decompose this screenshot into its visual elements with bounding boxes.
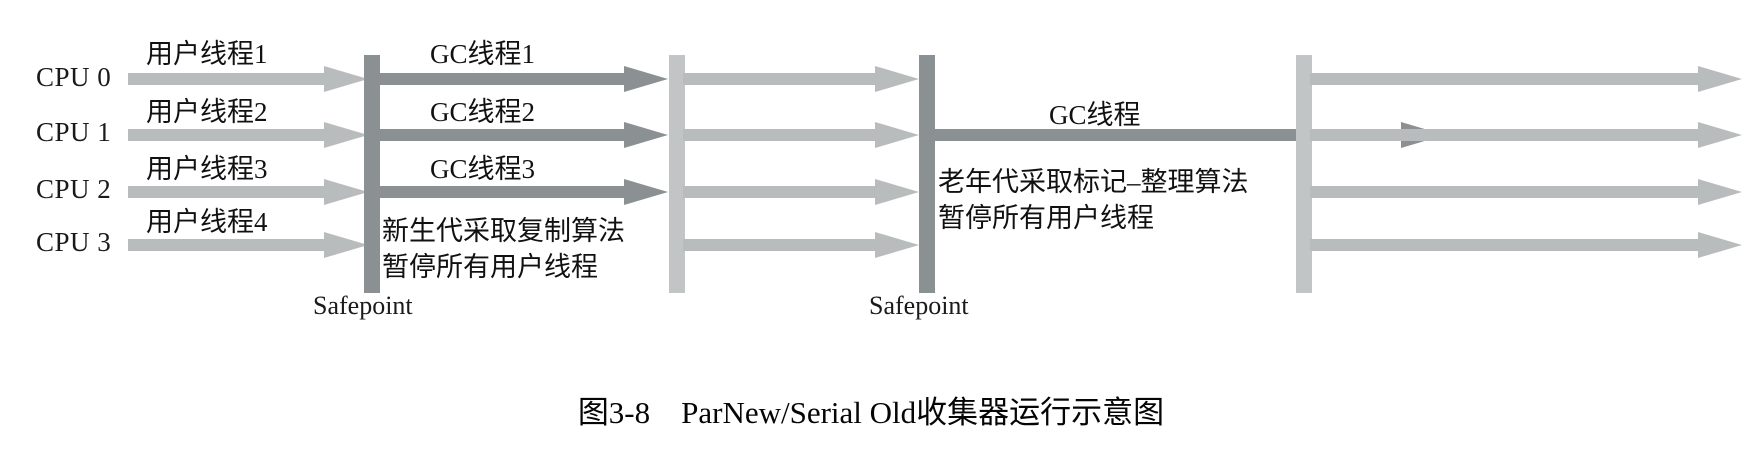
user-thread-arrow-p2-r0: [683, 66, 919, 92]
user-thread-arrow-p2-r2: [683, 179, 919, 205]
thread-label-gc-1: GC线程1: [430, 39, 536, 69]
safepoint-bar-3: [919, 55, 935, 293]
old-gc-note-line-2: 暂停所有用户线程: [938, 202, 1154, 233]
thread-label-user-3: 用户线程3: [146, 154, 268, 184]
old-gc-note: 老年代采取标记–整理算法 暂停所有用户线程: [938, 165, 1249, 236]
user-thread-arrow-p3-r0: [1310, 66, 1742, 92]
user-thread-arrow-p3-r1: [1310, 122, 1742, 148]
user-thread-arrow-p2-r1: [683, 122, 919, 148]
young-gc-note: 新生代采取复制算法 暂停所有用户线程: [382, 214, 625, 285]
young-gc-note-line-1: 新生代采取复制算法: [382, 216, 625, 246]
thread-label-user-4: 用户线程4: [146, 207, 268, 237]
cpu-row-label-2: CPU 2: [36, 174, 112, 204]
user-thread-arrow-p3-r2: [1310, 179, 1742, 205]
user-thread-arrow-p2-r3: [683, 232, 919, 258]
safepoint-bar-4: [1296, 55, 1312, 293]
safepoint-bar-1: [364, 55, 380, 293]
figure-caption: 图3-8 ParNew/Serial Old收集器运行示意图: [577, 395, 1165, 430]
user-thread-arrow-p1-r3: [128, 232, 368, 258]
user-thread-arrow-p1-r0: [128, 66, 368, 92]
thread-label-gc-old: GC线程: [1049, 100, 1141, 130]
user-thread-arrow-p1-r1: [128, 122, 368, 148]
gc-thread-arrow-old-r1: [933, 122, 1445, 148]
thread-label-gc-2: GC线程2: [430, 97, 536, 127]
safepoint-caption-1: Safepoint: [313, 291, 413, 320]
safepoint-bar-2: [669, 55, 685, 293]
thread-label-gc-3: GC线程3: [430, 154, 536, 184]
safepoint-caption-2: Safepoint: [869, 291, 969, 320]
gc-thread-arrow-young-r0: [378, 66, 668, 92]
cpu-row-label-0: CPU 0: [36, 62, 112, 92]
thread-label-user-1: 用户线程1: [146, 39, 268, 69]
young-gc-note-line-2: 暂停所有用户线程: [382, 251, 598, 282]
user-thread-arrow-p3-r3: [1310, 232, 1742, 258]
gc-thread-arrow-young-r1: [378, 122, 668, 148]
old-gc-note-line-1: 老年代采取标记–整理算法: [938, 167, 1249, 197]
cpu-row-label-3: CPU 3: [36, 227, 112, 257]
gc-thread-arrow-young-r2: [378, 179, 668, 205]
thread-label-user-2: 用户线程2: [146, 97, 268, 127]
user-thread-arrow-p1-r2: [128, 179, 368, 205]
cpu-row-label-1: CPU 1: [36, 117, 112, 147]
